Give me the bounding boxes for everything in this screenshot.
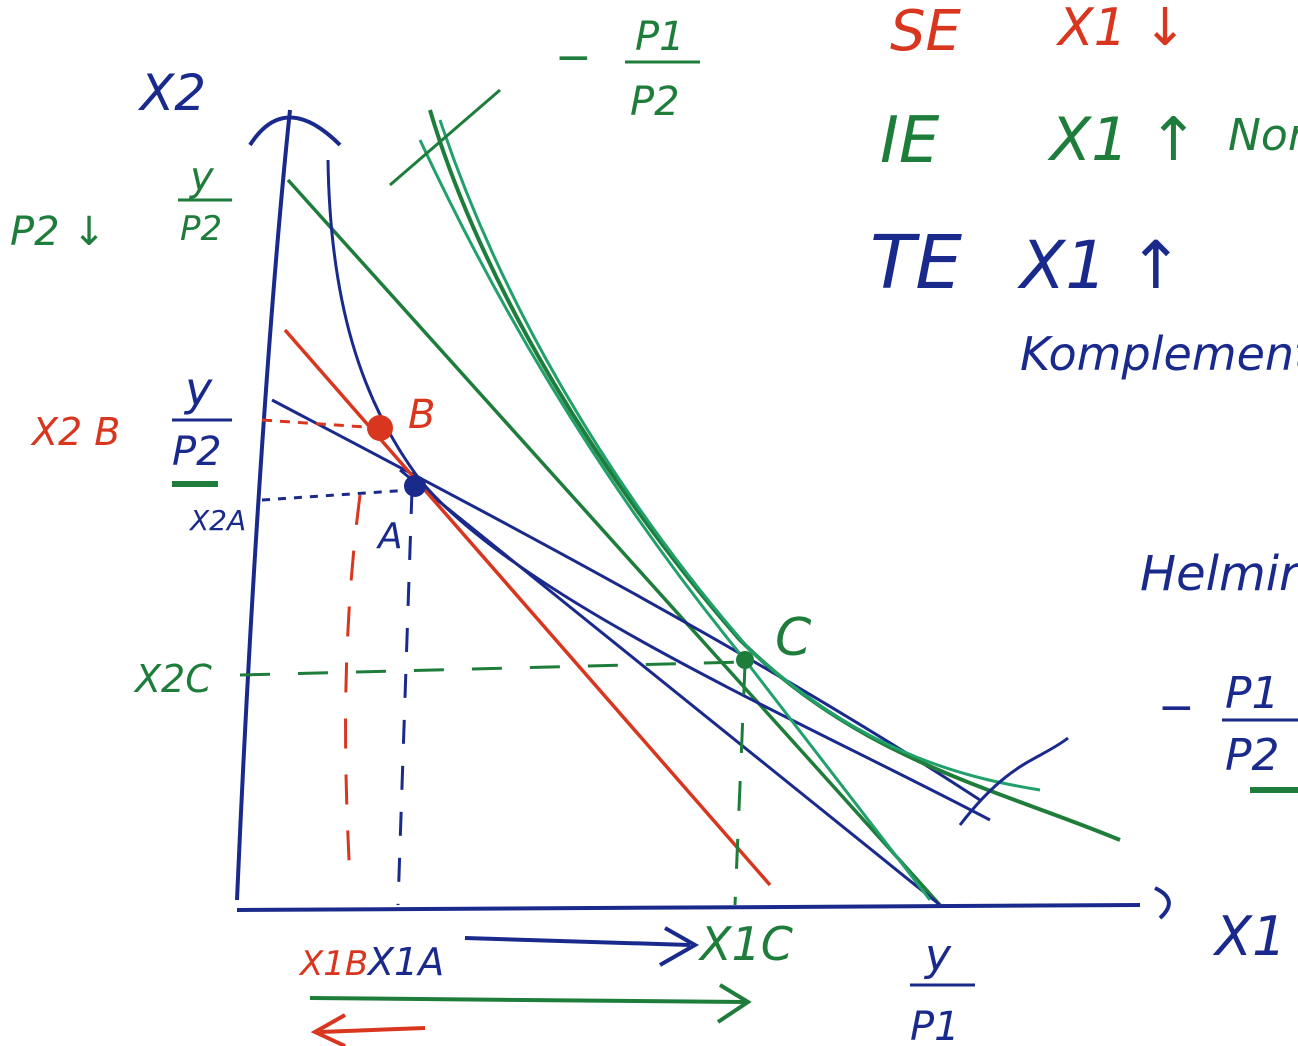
te-label: TE xyxy=(870,220,962,306)
point-a-label: A xyxy=(376,516,403,557)
red-arrow xyxy=(319,1026,426,1034)
helm-note: Helmir xyxy=(1140,546,1298,602)
green-tangent-slope-mark xyxy=(389,88,501,187)
x2a-guide xyxy=(261,488,411,502)
blue-arrow-head xyxy=(659,926,700,967)
x-axis xyxy=(236,903,1141,912)
y-over-p2-top-den: P2 xyxy=(180,209,222,249)
right-ratio-minus: − xyxy=(1158,682,1195,733)
x1b-guide xyxy=(344,494,362,881)
blue-curve-mark xyxy=(958,736,1069,826)
x-axis-label: X1 xyxy=(1212,905,1286,968)
y-over-p2-mid-den: P2 xyxy=(172,429,222,475)
blue-arrow xyxy=(464,936,691,947)
blue-budget-line xyxy=(271,398,981,802)
green-arrow xyxy=(309,996,746,1004)
x1a-guide xyxy=(396,489,414,906)
red-arrow-head xyxy=(310,1013,346,1046)
y-over-p2-top-num: y xyxy=(189,154,215,200)
ie-value: X1 ↑ xyxy=(1047,105,1199,175)
te-note: Komplement xyxy=(1020,327,1298,381)
right-ratio-num: P1 xyxy=(1225,668,1280,719)
green-indifference-curve-2 xyxy=(438,119,1041,792)
price-ratio-num: P1 xyxy=(635,14,685,60)
price-ratio-minus: − xyxy=(555,32,592,83)
se-label: SE xyxy=(890,0,962,64)
x1c-guide xyxy=(733,664,747,906)
x2c-guide xyxy=(239,660,746,677)
x1b-label: X1B xyxy=(298,944,368,984)
y-axis xyxy=(235,109,292,901)
right-ratio-den: P2 xyxy=(1225,730,1280,781)
point-b-marker xyxy=(367,415,393,441)
x-axis-arrowhead xyxy=(1154,886,1171,920)
point-b-label: B xyxy=(408,392,435,438)
price-ratio-den: P2 xyxy=(630,79,680,125)
point-c-marker xyxy=(736,651,754,669)
x2b-label: X2 B xyxy=(30,410,120,454)
red-budget-line xyxy=(283,328,772,887)
point-a-marker xyxy=(404,475,426,497)
blue-budget-line-2 xyxy=(399,468,941,907)
te-value: X1 ↑ xyxy=(1017,227,1184,304)
y-over-p2-mid-num: y xyxy=(183,362,213,416)
y-over-p1-den: P1 xyxy=(910,1004,960,1046)
y-axis-label: X2 xyxy=(137,64,206,122)
se-value: X1 ↓ xyxy=(1055,0,1187,58)
green-budget-line xyxy=(286,178,942,907)
x2c-label: X2C xyxy=(133,657,212,701)
x1a-label: X1A xyxy=(366,940,444,984)
ie-note: Norm xyxy=(1228,110,1298,161)
x1c-label: X1C xyxy=(698,917,793,971)
point-c-label: C xyxy=(775,608,812,668)
y-over-p1-num: y xyxy=(923,930,952,981)
x2a-label: X2A xyxy=(188,504,246,537)
y-axis-arrowhead xyxy=(248,115,342,147)
green-arrow-head xyxy=(716,983,752,1024)
x2b-guide xyxy=(261,418,381,430)
green-indifference-curve-1 xyxy=(428,109,1121,842)
ie-label: IE xyxy=(880,104,940,178)
green-indifference-curve-3 xyxy=(418,139,932,901)
p2-down-label: P2 ↓ xyxy=(10,209,106,255)
blue-indifference-curve xyxy=(326,159,991,822)
